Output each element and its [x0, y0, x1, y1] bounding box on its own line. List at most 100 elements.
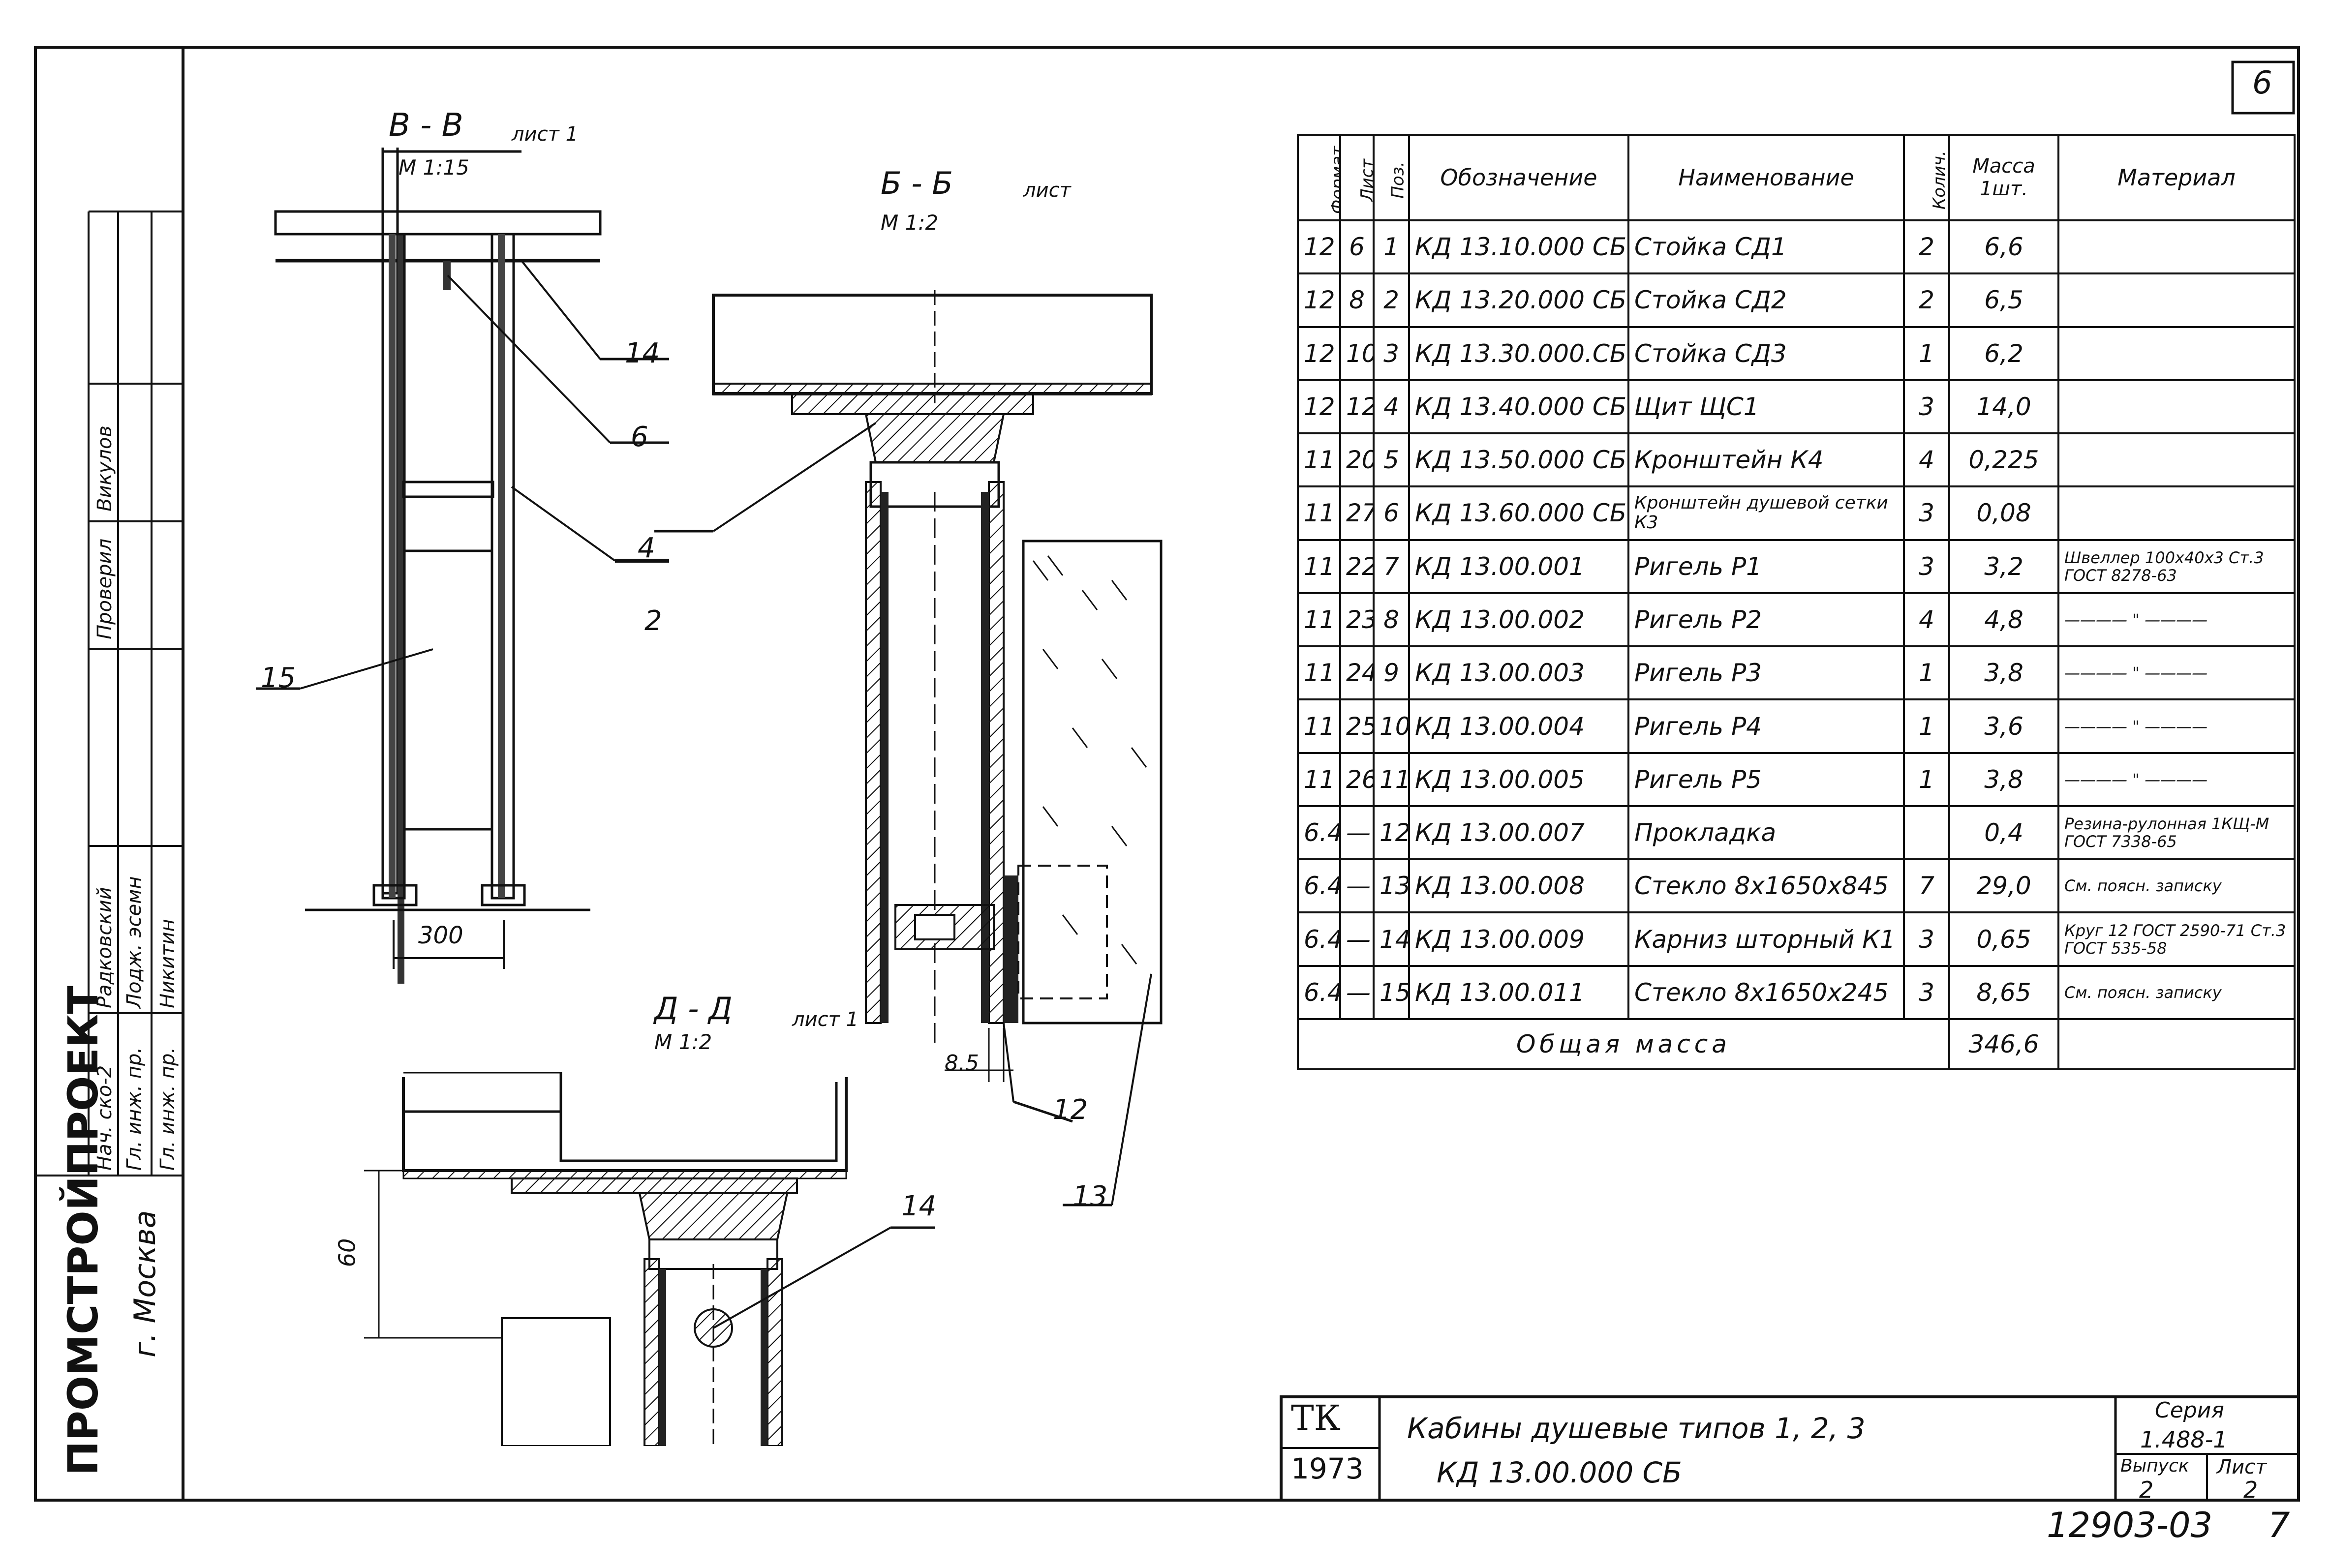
section-dd-title: Д - Д [654, 991, 733, 1026]
cell-name: Стойка СД2 [1627, 272, 1905, 328]
cell-designation: КД 13.00.007 [1408, 805, 1629, 861]
title-line-2: КД 13.00.000 СБ [1437, 1456, 1682, 1489]
callout-12: 12 [1053, 1094, 1088, 1126]
title-line-1: Кабины душевые типов 1, 2, 3 [1407, 1412, 1866, 1445]
cell-pos: 10 [1373, 698, 1410, 754]
col-material: Материал [2057, 134, 2296, 221]
cell-sheet: — [1339, 911, 1375, 967]
cell-material [2057, 485, 2296, 541]
cell-format: 11 [1297, 698, 1341, 754]
cell-sheet: 12 [1339, 379, 1375, 435]
cell-sheet: 27 [1339, 485, 1375, 541]
cell-pos: 2 [1373, 272, 1410, 328]
callout-15: 15 [261, 662, 296, 694]
cell-sheet: 26 [1339, 752, 1375, 807]
cell-designation: КД 13.00.001 [1408, 539, 1629, 594]
cell-sheet: 20 [1339, 432, 1375, 488]
cell-format: 6.4 [1297, 911, 1341, 967]
page-number: 7 [2268, 1505, 2290, 1545]
cell-name: Ригель Р4 [1627, 698, 1905, 754]
cell-mass: 3,8 [1948, 645, 2059, 701]
cell-sheet: 24 [1339, 645, 1375, 701]
cell-name: Ригель Р3 [1627, 645, 1905, 701]
cell-mass: 4,8 [1948, 592, 2059, 648]
cell-name: Ригель Р1 [1627, 539, 1905, 594]
cell-mass: 29,0 [1948, 858, 2059, 914]
cell-mass: 8,65 [1948, 965, 2059, 1020]
name-1: Радковский [93, 887, 116, 1008]
title-block-frame [1280, 1395, 2300, 1502]
table-header-row: Формат Лист Поз. Обозначение Наименовани… [1297, 134, 2296, 221]
cell-mass: 0,225 [1948, 432, 2059, 488]
cell-format: 6.4 [1297, 858, 1341, 914]
role-3: Гл. инж. пр. [156, 1047, 179, 1171]
cell-qty: 3 [1903, 539, 1950, 594]
total-label: Общая масса [1297, 1018, 1950, 1071]
col-name: Наименование [1627, 134, 1905, 221]
dim-300: 300 [418, 922, 463, 949]
col-format: Формат [1297, 134, 1341, 221]
cell-designation: КД 13.00.004 [1408, 698, 1629, 754]
sheet-corner-number: 6 [2252, 65, 2272, 101]
cell-name: Ригель Р2 [1627, 592, 1905, 648]
cell-format: 11 [1297, 432, 1341, 488]
checked-label: Проверил [93, 538, 116, 639]
cell-pos: 14 [1373, 911, 1410, 967]
col-pos: Поз. [1373, 134, 1410, 221]
cell-mass: 3,6 [1948, 698, 2059, 754]
cell-format: 11 [1297, 752, 1341, 807]
cell-name: Ригель Р5 [1627, 752, 1905, 807]
role-2: Гл. инж. пр. [123, 1047, 146, 1171]
cell-mass: 6,6 [1948, 219, 2059, 275]
cell-pos: 9 [1373, 645, 1410, 701]
col-mass: Масса 1шт. [1948, 134, 2059, 221]
cell-material: ———— " ———— [2057, 698, 2296, 754]
cell-material [2057, 326, 2296, 381]
cell-pos: 15 [1373, 965, 1410, 1020]
cell-qty: 1 [1903, 752, 1950, 807]
cell-mass: 14,0 [1948, 379, 2059, 435]
specification-table: Формат Лист Поз. Обозначение Наименовани… [1297, 134, 2296, 1071]
org-city: г. Москва [128, 1210, 162, 1357]
cell-format: 12 [1297, 379, 1341, 435]
cell-pos: 12 [1373, 805, 1410, 861]
cell-name: Стекло 8х1650х245 [1627, 965, 1905, 1020]
cell-mass: 0,08 [1948, 485, 2059, 541]
dim-60: 60 [334, 1238, 361, 1267]
cell-material: Швеллер 100х40х3 Ст.3 ГОСТ 8278-63 [2057, 539, 2296, 594]
cell-name: Карниз шторный К1 [1627, 911, 1905, 967]
cell-material: Резина-рулонная 1КЩ-М ГОСТ 7338-65 [2057, 805, 2296, 861]
cell-mass: 3,2 [1948, 539, 2059, 594]
cell-qty: 7 [1903, 858, 1950, 914]
cell-pos: 11 [1373, 752, 1410, 807]
cell-format: 6.4 [1297, 965, 1341, 1020]
cell-designation: КД 13.40.000 СБ [1408, 379, 1629, 435]
cell-format: 11 [1297, 645, 1341, 701]
cell-name: Стойка СД1 [1627, 219, 1905, 275]
cell-sheet: — [1339, 858, 1375, 914]
col-qty: Колич. [1903, 134, 1950, 221]
tk-mark: ТК [1291, 1398, 1341, 1438]
section-dd-sheet: лист 1 [792, 1008, 859, 1031]
cell-qty: 1 [1903, 645, 1950, 701]
cell-name: Щит ЩС1 [1627, 379, 1905, 435]
section-bb-title: В - В [389, 107, 463, 144]
cell-material: Круг 12 ГОСТ 2590-71 Ст.3 ГОСТ 535-58 [2057, 911, 2296, 967]
issue-value: 2 [2139, 1477, 2154, 1503]
cell-material [2057, 432, 2296, 488]
total-empty [2057, 1018, 2296, 1071]
cell-pos: 5 [1373, 432, 1410, 488]
section-b6-sheet: лист [1023, 179, 1071, 202]
total-value: 346,6 [1948, 1018, 2059, 1071]
cell-material: ———— " ———— [2057, 645, 2296, 701]
cell-sheet: — [1339, 805, 1375, 861]
cell-designation: КД 13.30.000.СБ [1408, 326, 1629, 381]
